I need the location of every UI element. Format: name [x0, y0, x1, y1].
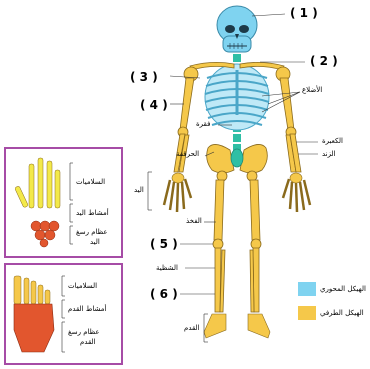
- foot-inset-tarsals-1: عظام رسغ: [68, 328, 100, 336]
- skull: [217, 6, 257, 52]
- callout-1: ( 1 ): [290, 6, 318, 20]
- foot-inset-metatarsals: أمشاط القدم: [68, 305, 106, 313]
- label-patella: الشظية: [156, 264, 178, 272]
- legend-appendicular-swatch: [298, 306, 316, 320]
- foot-inset-drawing: [5, 264, 122, 364]
- callout-6: ( 6 ): [150, 287, 178, 301]
- callout-2: ( 2 ): [310, 54, 338, 68]
- pelvis: [207, 144, 268, 181]
- label-ulna: الزند: [322, 150, 336, 158]
- callout-3: ( 3 ): [130, 70, 158, 84]
- foot-inset-tarsals-2: القدم: [80, 338, 96, 346]
- label-hand: اليد: [134, 186, 144, 194]
- label-pelvis: الحرقفة: [176, 150, 199, 158]
- label-ribs: الأضلاع: [302, 86, 322, 94]
- label-femur: الفخذ: [186, 217, 202, 225]
- label-vertebra: فقرة: [196, 120, 210, 128]
- feet: [204, 314, 270, 338]
- hand-inset-metacarpals: أمشاط اليد: [76, 209, 109, 217]
- callout-4: ( 4 ): [140, 98, 168, 112]
- legend-appendicular-label: الهيكل الطرفي: [320, 309, 364, 317]
- foot-inset-phalanges: السلاميات: [68, 282, 97, 290]
- label-foot: القدم: [184, 324, 200, 332]
- legs: [213, 180, 261, 312]
- rib-cage: [205, 64, 269, 130]
- legend-axial-swatch: [298, 282, 316, 296]
- hand-inset-phalanges: السلاميات: [76, 178, 105, 186]
- hand-inset-carpals-2: اليد: [90, 238, 100, 246]
- hands: [164, 173, 310, 212]
- label-radius: الكعبرة: [322, 137, 343, 145]
- callout-5: ( 5 ): [150, 237, 178, 251]
- hand-inset-drawing: [5, 148, 122, 257]
- legend-axial-label: الهيكل المحوري: [320, 285, 366, 293]
- hand-inset-carpals-1: عظام رسغ: [76, 228, 108, 236]
